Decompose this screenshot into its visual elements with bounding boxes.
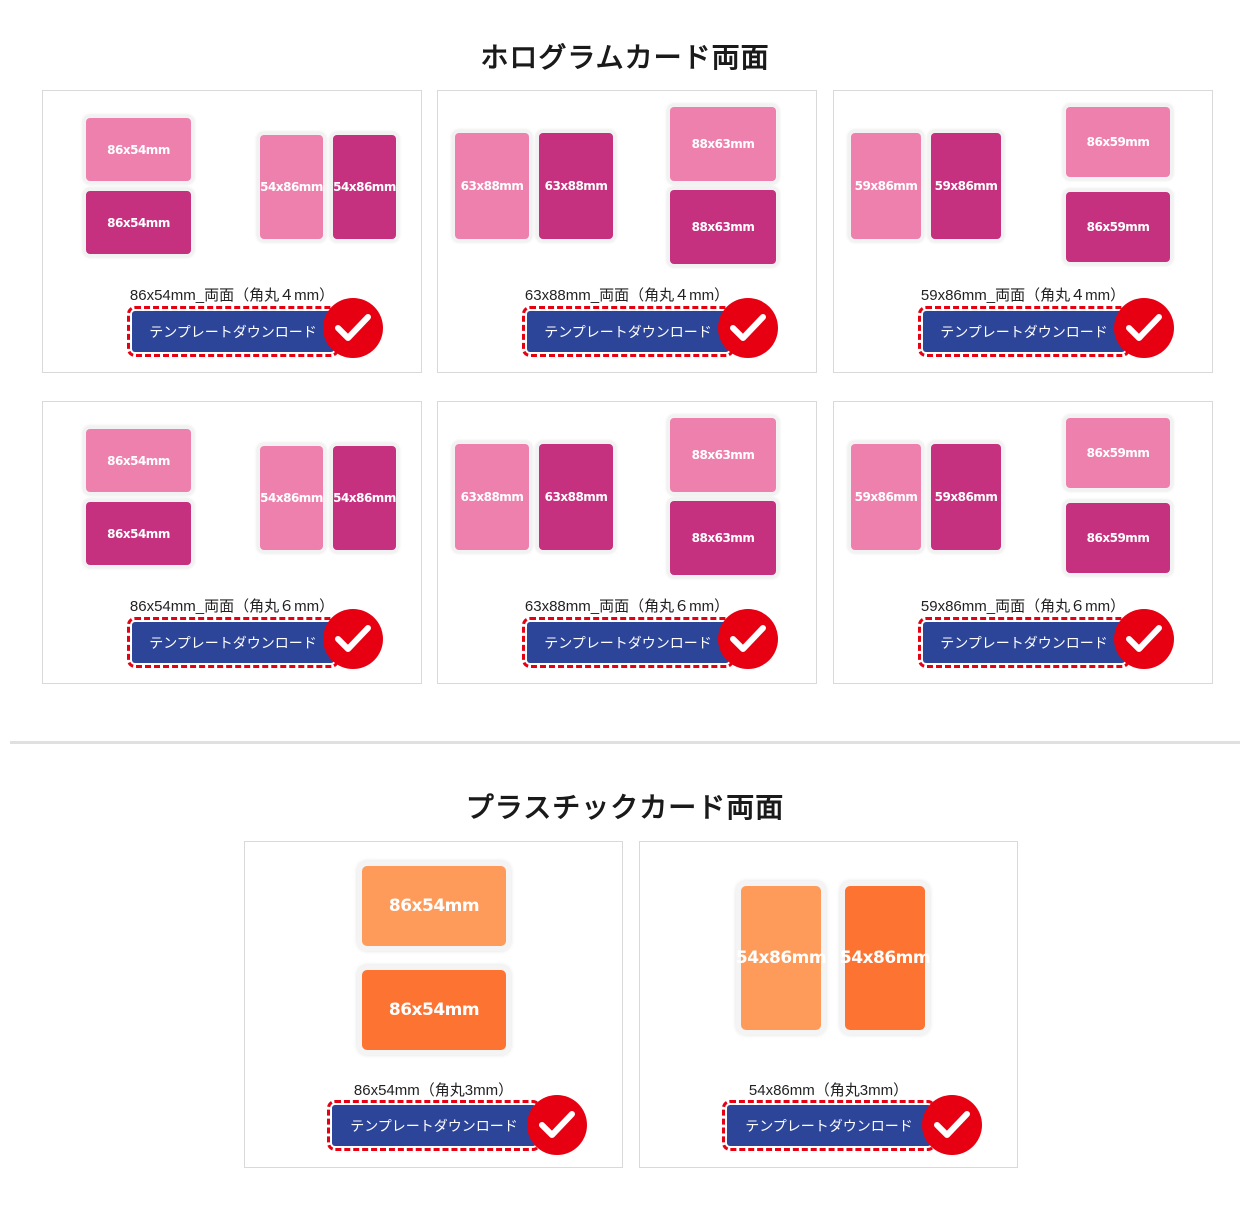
check-circle-icon (1114, 609, 1174, 669)
check-circle-icon (527, 1095, 587, 1155)
card-size-tile: 54x86mm (333, 135, 396, 239)
card-size-tile: 54x86mm (260, 135, 323, 239)
template-caption: 59x86mm_両面（角丸６mm） (920, 598, 1126, 615)
card-size-tile: 86x54mm (86, 191, 191, 254)
download-button-frame: テンプレートダウンロード (327, 1100, 541, 1151)
card-preview: 86x54mm 86x54mm (245, 842, 624, 1072)
card-size-tile: 86x54mm (362, 866, 506, 946)
download-button-frame: テンプレートダウンロード (918, 306, 1130, 357)
card-size-tile: 86x54mm (86, 118, 191, 181)
download-button-frame: テンプレートダウンロード (722, 1100, 936, 1151)
template-download-button[interactable]: テンプレートダウンロード (727, 1105, 931, 1146)
card-size-tile: 59x86mm (931, 444, 1001, 550)
download-button-frame: テンプレートダウンロード (522, 306, 734, 357)
card-size-tile: 86x54mm (86, 429, 191, 492)
card-size-tile: 63x88mm (539, 133, 613, 239)
check-circle-icon (323, 609, 383, 669)
template-caption: 86x54mm_両面（角丸４mm） (129, 287, 335, 304)
card-size-tile: 86x54mm (362, 970, 506, 1050)
check-circle-icon (718, 609, 778, 669)
card-size-tile: 59x86mm (931, 133, 1001, 239)
card-size-tile: 63x88mm (539, 444, 613, 550)
card-size-tile: 86x59mm (1066, 418, 1170, 488)
section-divider (10, 741, 1240, 744)
check-circle-icon (323, 298, 383, 358)
template-download-button[interactable]: テンプレートダウンロード (527, 622, 729, 663)
template-download-button[interactable]: テンプレートダウンロード (332, 1105, 536, 1146)
hologram-section-title: ホログラムカード両面 (480, 41, 770, 74)
plastic-section-title: プラスチックカード両面 (465, 791, 785, 824)
card-size-tile: 88x63mm (670, 107, 776, 181)
download-button-frame: テンプレートダウンロード (127, 617, 339, 668)
template-card: 86x54mm 86x54mm 86x54mm（角丸3mm） テンプレートダウンロ… (244, 841, 623, 1168)
check-circle-icon (1114, 298, 1174, 358)
template-caption: 86x54mm_両面（角丸６mm） (129, 598, 335, 615)
card-size-tile: 86x54mm (86, 502, 191, 565)
template-caption: 59x86mm_両面（角丸４mm） (920, 287, 1126, 304)
template-download-button[interactable]: テンプレートダウンロード (527, 311, 729, 352)
card-size-tile: 54x86mm (333, 446, 396, 550)
card-size-tile: 88x63mm (670, 501, 776, 575)
template-caption: 63x88mm_両面（角丸４mm） (524, 287, 730, 304)
card-size-tile: 88x63mm (670, 418, 776, 492)
check-circle-icon (718, 298, 778, 358)
card-size-tile: 59x86mm (851, 133, 921, 239)
card-size-tile: 63x88mm (455, 133, 529, 239)
check-circle-icon (922, 1095, 982, 1155)
template-caption: 86x54mm（角丸3mm） (353, 1082, 514, 1099)
card-size-tile: 54x86mm (840, 886, 931, 1030)
card-size-tile: 86x59mm (1066, 107, 1170, 177)
template-caption: 54x86mm（角丸3mm） (748, 1082, 909, 1099)
download-button-frame: テンプレートダウンロード (127, 306, 339, 357)
card-size-tile: 59x86mm (851, 444, 921, 550)
template-download-button[interactable]: テンプレートダウンロード (132, 311, 334, 352)
card-size-tile: 86x59mm (1066, 192, 1170, 262)
card-size-tile: 54x86mm (260, 446, 323, 550)
template-download-button[interactable]: テンプレートダウンロード (132, 622, 334, 663)
card-size-tile: 63x88mm (455, 444, 529, 550)
card-size-tile: 54x86mm (736, 886, 827, 1030)
card-size-tile: 88x63mm (670, 190, 776, 264)
template-caption: 63x88mm_両面（角丸６mm） (524, 598, 730, 615)
template-download-button[interactable]: テンプレートダウンロード (923, 311, 1125, 352)
template-download-button[interactable]: テンプレートダウンロード (923, 622, 1125, 663)
download-button-frame: テンプレートダウンロード (918, 617, 1130, 668)
download-button-frame: テンプレートダウンロード (522, 617, 734, 668)
card-size-tile: 86x59mm (1066, 503, 1170, 573)
